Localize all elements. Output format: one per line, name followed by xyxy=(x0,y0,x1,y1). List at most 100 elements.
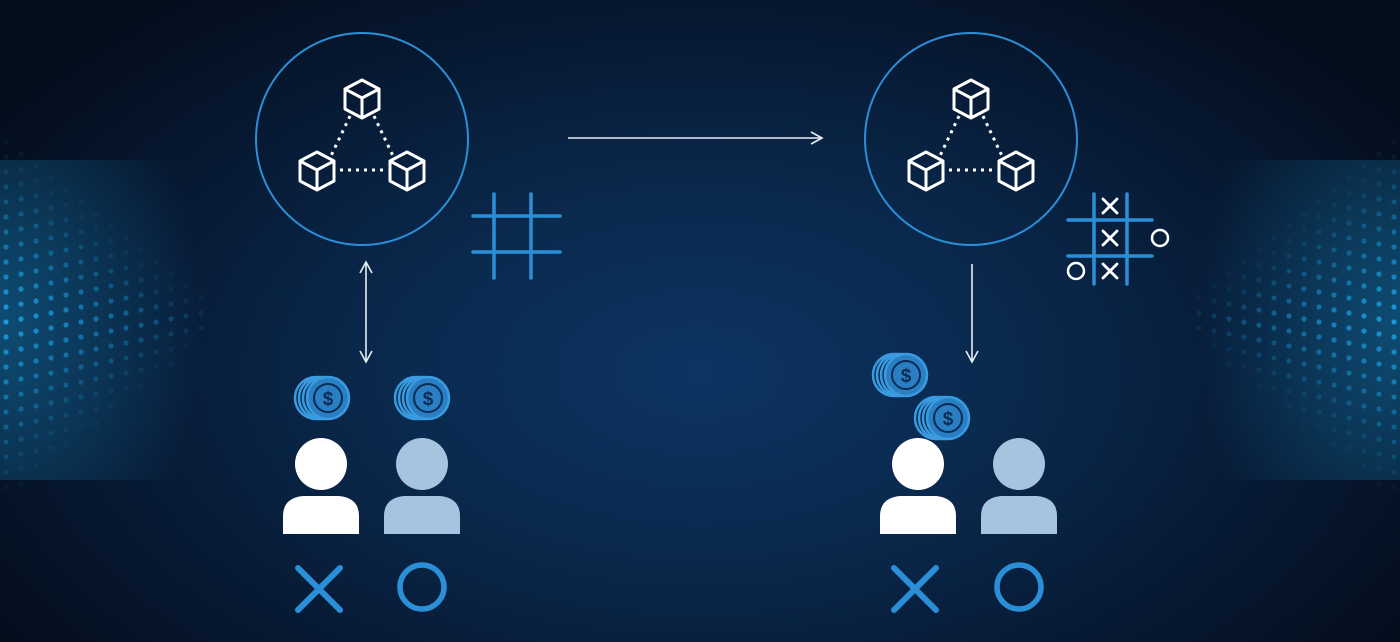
pattern-dot xyxy=(123,355,129,361)
pattern-dot xyxy=(1346,175,1352,181)
pattern-dot xyxy=(1361,448,1367,454)
pattern-dot xyxy=(93,286,99,292)
pattern-dot xyxy=(63,337,69,343)
pattern-dot xyxy=(123,370,129,376)
pattern-dot xyxy=(1391,154,1397,160)
pattern-dot xyxy=(33,403,39,409)
pattern-dot xyxy=(123,235,129,241)
pattern-dot xyxy=(1376,166,1382,172)
pattern-dot xyxy=(1331,262,1337,268)
pattern-dot xyxy=(1376,286,1382,292)
pattern-dot xyxy=(1271,295,1277,301)
pattern-dot xyxy=(1361,253,1367,259)
pattern-dot xyxy=(33,283,39,289)
pattern-dot xyxy=(1211,298,1217,304)
pattern-dot xyxy=(1361,313,1367,319)
pattern-dot xyxy=(48,355,54,361)
pattern-dot xyxy=(1361,238,1367,244)
pattern-dot xyxy=(1241,334,1247,340)
pattern-dot xyxy=(63,292,69,298)
pattern-dot xyxy=(33,313,39,319)
pattern-dot xyxy=(63,367,69,373)
pattern-dot xyxy=(78,214,84,220)
pattern-dot xyxy=(1286,328,1292,334)
pattern-dot xyxy=(78,364,84,370)
pattern-dot xyxy=(1286,388,1292,394)
pattern-dot xyxy=(3,274,9,280)
pattern-dot xyxy=(63,412,69,418)
pattern-dot xyxy=(1376,406,1382,412)
pattern-dot xyxy=(1376,181,1382,187)
pattern-dot xyxy=(1301,346,1307,352)
pattern-dot xyxy=(1316,349,1322,355)
pattern-dot xyxy=(1301,361,1307,367)
pattern-dot xyxy=(33,448,39,454)
pattern-dot xyxy=(1391,274,1397,280)
pattern-dot xyxy=(123,310,129,316)
pattern-dot xyxy=(1301,421,1307,427)
pattern-dot xyxy=(108,253,114,259)
pattern-dot xyxy=(48,280,54,286)
pattern-dot xyxy=(1376,436,1382,442)
pattern-dot xyxy=(1391,214,1397,220)
pattern-dot xyxy=(1301,241,1307,247)
pattern-dot xyxy=(18,151,24,157)
left-node-circle xyxy=(255,32,469,246)
pattern-dot xyxy=(108,388,114,394)
pattern-dot xyxy=(48,340,54,346)
pattern-dot xyxy=(48,220,54,226)
pattern-dot xyxy=(1301,271,1307,277)
pattern-dot xyxy=(1346,325,1352,331)
pattern-dot xyxy=(1361,298,1367,304)
pattern-dot xyxy=(1346,400,1352,406)
pattern-dot xyxy=(1301,301,1307,307)
pattern-dot xyxy=(1286,223,1292,229)
pattern-dot xyxy=(33,343,39,349)
pattern-dot xyxy=(1376,196,1382,202)
pattern-dot xyxy=(1316,424,1322,430)
pattern-dot xyxy=(1241,259,1247,265)
pattern-dot xyxy=(1241,289,1247,295)
pattern-dot xyxy=(3,289,9,295)
pattern-dot xyxy=(1346,355,1352,361)
pattern-dot xyxy=(1301,331,1307,337)
pattern-dot xyxy=(63,397,69,403)
pattern-dot xyxy=(18,286,24,292)
pattern-dot xyxy=(168,331,174,337)
pattern-dot xyxy=(138,322,144,328)
pattern-dot xyxy=(93,346,99,352)
pattern-dot xyxy=(168,316,174,322)
pattern-dot xyxy=(1361,343,1367,349)
pattern-dot xyxy=(1376,331,1382,337)
pattern-dot xyxy=(63,217,69,223)
pattern-dot xyxy=(1226,361,1232,367)
pattern-dot xyxy=(1316,289,1322,295)
pattern-dot xyxy=(1391,229,1397,235)
pattern-dot xyxy=(108,298,114,304)
pattern-dot xyxy=(18,331,24,337)
pattern-dot xyxy=(18,451,24,457)
pattern-dot xyxy=(1286,403,1292,409)
pattern-dot xyxy=(108,283,114,289)
pattern-dot xyxy=(1256,382,1262,388)
pattern-dot xyxy=(63,382,69,388)
pattern-dot xyxy=(1361,373,1367,379)
pattern-dot xyxy=(78,289,84,295)
pattern-dot xyxy=(78,259,84,265)
pattern-dot xyxy=(168,361,174,367)
pattern-dot xyxy=(18,196,24,202)
right-glow xyxy=(1200,160,1400,480)
pattern-dot xyxy=(1346,235,1352,241)
pattern-dot xyxy=(93,256,99,262)
pattern-dot xyxy=(1301,226,1307,232)
pattern-dot xyxy=(1301,286,1307,292)
pattern-dot xyxy=(1226,316,1232,322)
pattern-dot xyxy=(1376,346,1382,352)
pattern-dot xyxy=(78,229,84,235)
pattern-dot xyxy=(48,265,54,271)
pattern-dot xyxy=(1361,193,1367,199)
pattern-dot xyxy=(63,262,69,268)
pattern-dot xyxy=(63,352,69,358)
pattern-dot xyxy=(1286,343,1292,349)
pattern-dot xyxy=(1391,259,1397,265)
